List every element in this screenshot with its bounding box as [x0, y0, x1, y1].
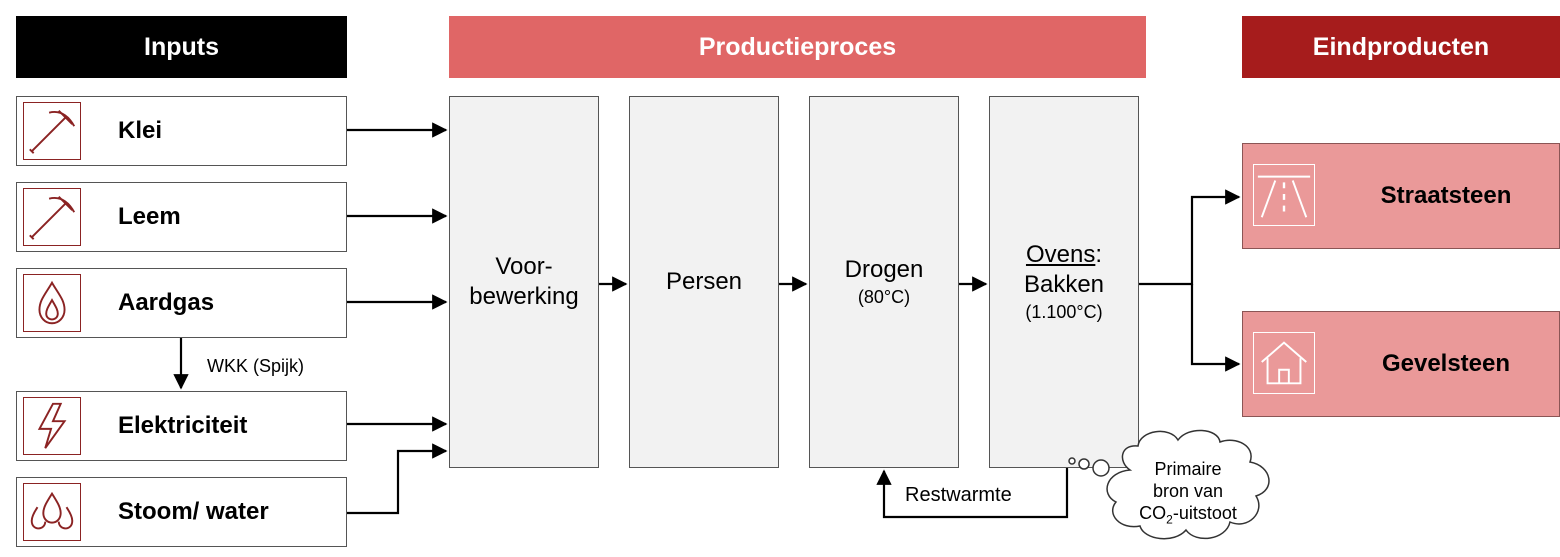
pickaxe-icon [23, 102, 81, 160]
cloud-callout [1068, 429, 1270, 540]
cloud-text: Primaire bron van CO2-uitstoot [1108, 458, 1268, 531]
input-label: Elektriciteit [118, 412, 248, 439]
flame-icon [23, 274, 81, 332]
input-label: Klei [118, 117, 163, 144]
cloud-line: bron van [1152, 481, 1224, 501]
output-label: Gevelsteen [1381, 350, 1511, 377]
step-ovens-bakken: Ovens: Bakken (1.100°C) [989, 96, 1139, 468]
input-stoom-water: Stoom/ water [16, 477, 347, 547]
cloud-line: Primaire [1154, 459, 1222, 479]
input-label: Leem [118, 203, 181, 230]
co2-subscript: 2 [1166, 512, 1173, 527]
ovens-label: Ovens [1025, 241, 1096, 268]
pickaxe-icon [23, 188, 81, 246]
input-klei: Klei [16, 96, 347, 166]
step-label: Persen [665, 268, 743, 295]
arrow-stoom [347, 443, 448, 515]
outputs-header: Eindproducten [1242, 16, 1560, 78]
restwarmte-label: Restwarmte [905, 484, 1012, 506]
step-label: Ovens: [1026, 240, 1102, 270]
output-label: Straatsteen [1380, 182, 1512, 209]
step-temperature: (1.100°C) [1025, 302, 1103, 322]
input-elektriciteit: Elektriciteit [16, 391, 347, 461]
process-header: Productieproces [449, 16, 1146, 78]
input-aardgas: Aardgas [16, 268, 347, 338]
input-label: Stoom/ water [118, 498, 269, 525]
arrow-output-branch [1139, 189, 1241, 286]
road-icon [1253, 164, 1315, 226]
step-label: Drogen [844, 256, 924, 283]
house-icon [1253, 332, 1315, 394]
step-label: Voor- [495, 253, 553, 280]
step-label: Bakken [1023, 271, 1105, 298]
wkk-label: WKK (Spijk) [207, 356, 305, 376]
arrow-restwarmte [876, 468, 1069, 519]
step-label: bewerking [469, 283, 579, 310]
step-drogen: Drogen (80°C) [809, 96, 959, 468]
step-temperature: (80°C) [857, 287, 911, 307]
ovens-colon: : [1095, 241, 1103, 268]
water-drops-icon [23, 483, 81, 541]
cloud-line: CO2-uitstoot [1108, 502, 1268, 531]
input-leem: Leem [16, 182, 347, 252]
co2-prefix: CO [1139, 503, 1167, 523]
step-persen: Persen [629, 96, 779, 468]
lightning-icon [23, 397, 81, 455]
co2-suffix: -uitstoot [1172, 503, 1237, 523]
arrow-output-gevel [1190, 284, 1241, 372]
input-label: Aardgas [118, 289, 215, 316]
inputs-header: Inputs [16, 16, 347, 78]
output-gevelsteen: Gevelsteen [1242, 311, 1560, 417]
step-voorbewerking: Voor- bewerking [449, 96, 599, 468]
